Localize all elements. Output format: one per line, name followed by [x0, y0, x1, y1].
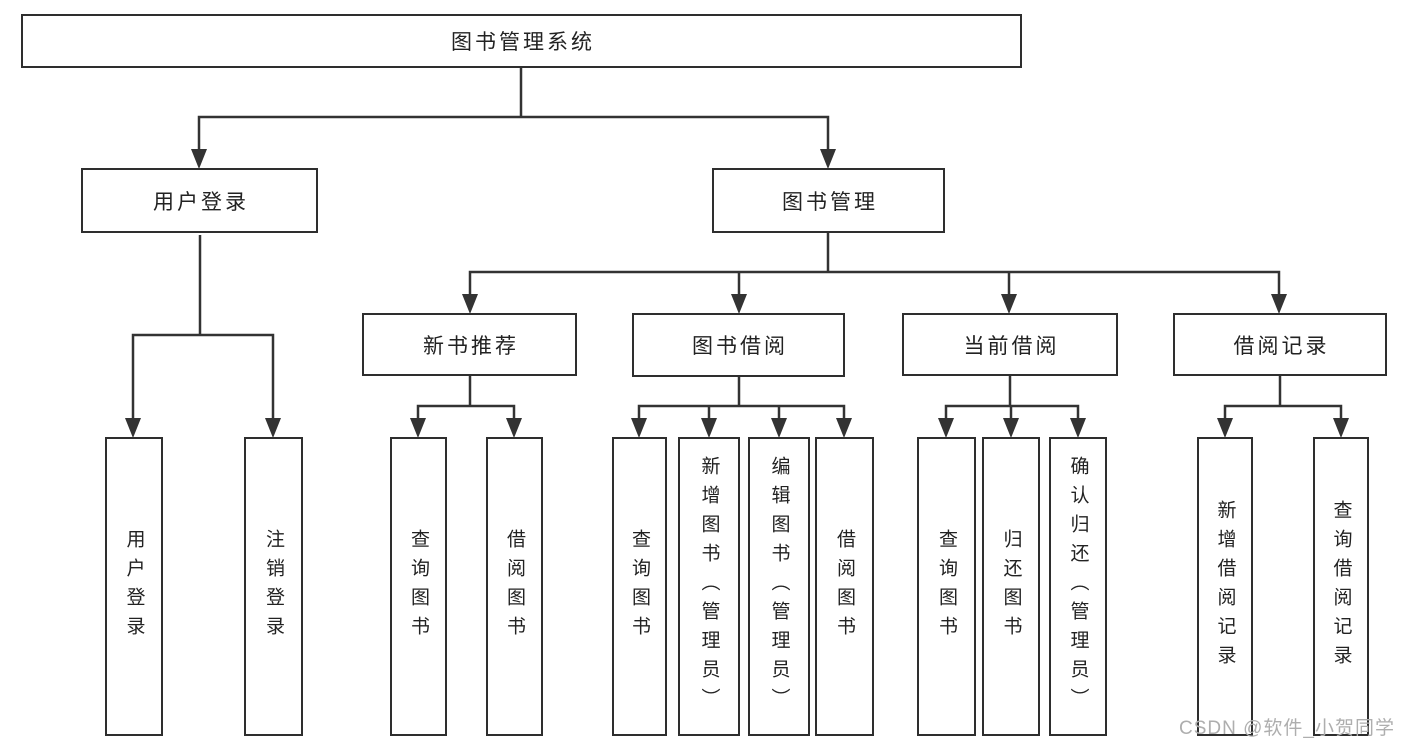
node-user-login: 用户登录 — [81, 168, 318, 233]
leaf-logout-label: 注销登录 — [263, 528, 284, 645]
leaf-borrow-borrow-label: 借阅图书 — [834, 528, 855, 645]
leaf-borrow-edit-label: 编辑图书（管理员） — [768, 456, 790, 717]
node-book-mgmt: 图书管理 — [712, 168, 945, 233]
node-root: 图书管理系统 — [21, 14, 1022, 68]
leaf-borrow-add: 新增图书（管理员） — [678, 437, 740, 736]
leaf-newbook-borrow-label: 借阅图书 — [504, 528, 525, 645]
leaf-current-confirm-label: 确认归还（管理员） — [1067, 456, 1089, 717]
leaf-borrow-edit: 编辑图书（管理员） — [748, 437, 810, 736]
arrowheads — [125, 149, 1349, 438]
leaf-records-add-label: 新增借阅记录 — [1214, 499, 1236, 674]
node-book-borrow-label: 图书借阅 — [692, 335, 788, 358]
node-book-borrow: 图书借阅 — [632, 313, 845, 377]
leaf-records-query-label: 查询借阅记录 — [1330, 499, 1352, 674]
leaf-borrow-borrow: 借阅图书 — [815, 437, 874, 736]
node-new-book: 新书推荐 — [362, 313, 577, 376]
node-current-borrow-label: 当前借阅 — [963, 334, 1060, 358]
node-new-book-label: 新书推荐 — [423, 334, 519, 358]
leaf-current-query-label: 查询图书 — [936, 528, 957, 645]
node-borrow-records-label: 借阅记录 — [1233, 334, 1330, 358]
leaf-current-confirm: 确认归还（管理员） — [1049, 437, 1107, 736]
leaf-current-return: 归还图书 — [982, 437, 1040, 736]
leaf-newbook-borrow: 借阅图书 — [486, 437, 543, 736]
leaf-user-login: 用户登录 — [105, 437, 163, 736]
leaf-records-query: 查询借阅记录 — [1313, 437, 1369, 736]
watermark: CSDN @软件_小贺同学 — [1179, 718, 1395, 739]
leaf-records-add: 新增借阅记录 — [1197, 437, 1253, 736]
node-root-label: 图书管理系统 — [451, 31, 595, 54]
leaf-borrow-query-label: 查询图书 — [629, 528, 650, 645]
node-borrow-records: 借阅记录 — [1173, 313, 1387, 376]
leaf-borrow-query: 查询图书 — [612, 437, 667, 736]
leaf-newbook-query-label: 查询图书 — [408, 528, 429, 645]
leaf-current-return-label: 归还图书 — [1000, 528, 1022, 645]
leaf-current-query: 查询图书 — [917, 437, 976, 736]
leaf-newbook-query: 查询图书 — [390, 437, 447, 736]
leaf-logout: 注销登录 — [244, 437, 303, 736]
node-user-login-label: 用户登录 — [153, 190, 249, 214]
node-current-borrow: 当前借阅 — [902, 313, 1118, 376]
node-book-mgmt-label: 图书管理 — [782, 190, 878, 214]
connector-paths — [131, 68, 1343, 420]
leaf-user-login-label: 用户登录 — [123, 528, 145, 645]
leaf-borrow-add-label: 新增图书（管理员） — [698, 456, 720, 717]
